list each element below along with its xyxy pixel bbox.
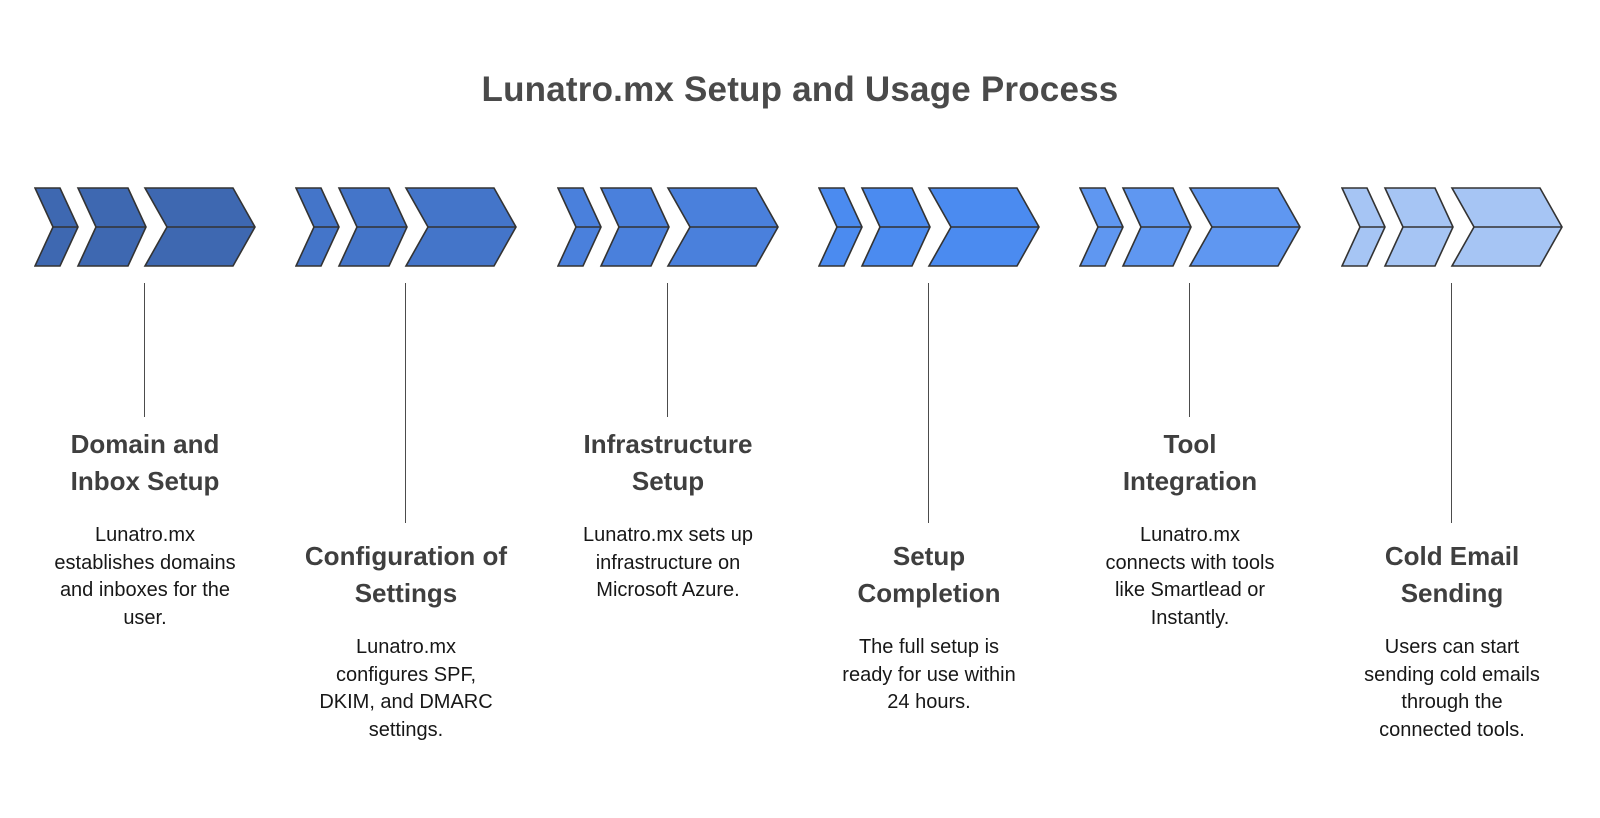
- step-description: The full setup is ready for use within 2…: [842, 636, 1016, 713]
- step-description: Lunatro.mx configures SPF, DKIM, and DMA…: [319, 636, 493, 741]
- chevron-arrows-icon: [1079, 187, 1301, 267]
- step-heading: Infrastructure Setup: [583, 429, 753, 496]
- chevron-arrows-icon: [557, 187, 779, 267]
- step-heading: Tool Integration: [1122, 429, 1258, 496]
- step-description: Lunatro.mx connects with tools like Smar…: [1105, 524, 1275, 629]
- chevron-arrows-icon: [34, 187, 256, 267]
- chevron-arrows-icon: [1341, 187, 1563, 267]
- step-heading: Setup Completion: [857, 541, 1001, 608]
- connector-line: [1451, 283, 1452, 523]
- connector-line: [1189, 283, 1190, 417]
- step-heading: Domain and Inbox Setup: [70, 429, 220, 496]
- step-description: Users can start sending cold emails thro…: [1364, 636, 1540, 741]
- connector-line: [144, 283, 145, 417]
- chevron-arrows-icon: [818, 187, 1040, 267]
- page-title: Lunatro.mx Setup and Usage Process: [481, 70, 1119, 109]
- chevron-arrows-icon: [295, 187, 517, 267]
- step-heading: Cold Email Sending: [1384, 541, 1520, 608]
- connector-line: [928, 283, 929, 523]
- step-heading: Configuration of Settings: [304, 541, 508, 608]
- connector-line: [667, 283, 668, 417]
- step-description: Lunatro.mx establishes domains and inbox…: [54, 524, 236, 629]
- connector-line: [405, 283, 406, 523]
- step-description: Lunatro.mx sets up infrastructure on Mic…: [582, 524, 754, 601]
